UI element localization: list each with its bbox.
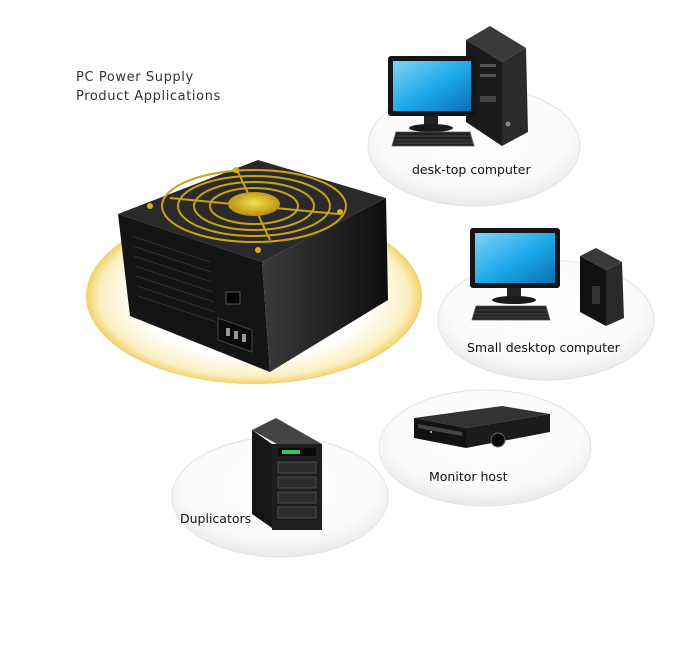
duplicator-tower-icon (252, 418, 322, 530)
label-desktop-computer: desk-top computer (412, 162, 531, 177)
label-duplicators: Duplicators (180, 511, 252, 526)
label-monitor-host: Monitor host (429, 469, 508, 484)
desktop-computer-icon (388, 26, 528, 147)
title-line-2: Product Applications (76, 89, 221, 104)
label-small-desktop-computer: Small desktop computer (467, 340, 620, 355)
monitor-host-icon (414, 406, 550, 448)
small-desktop-computer-icon (470, 228, 624, 326)
diagram-title: PC Power Supply Product Applications (76, 68, 221, 106)
power-supply-unit-icon (118, 160, 388, 372)
title-line-1: PC Power Supply (76, 70, 194, 85)
monitor-host-plate (378, 389, 592, 507)
